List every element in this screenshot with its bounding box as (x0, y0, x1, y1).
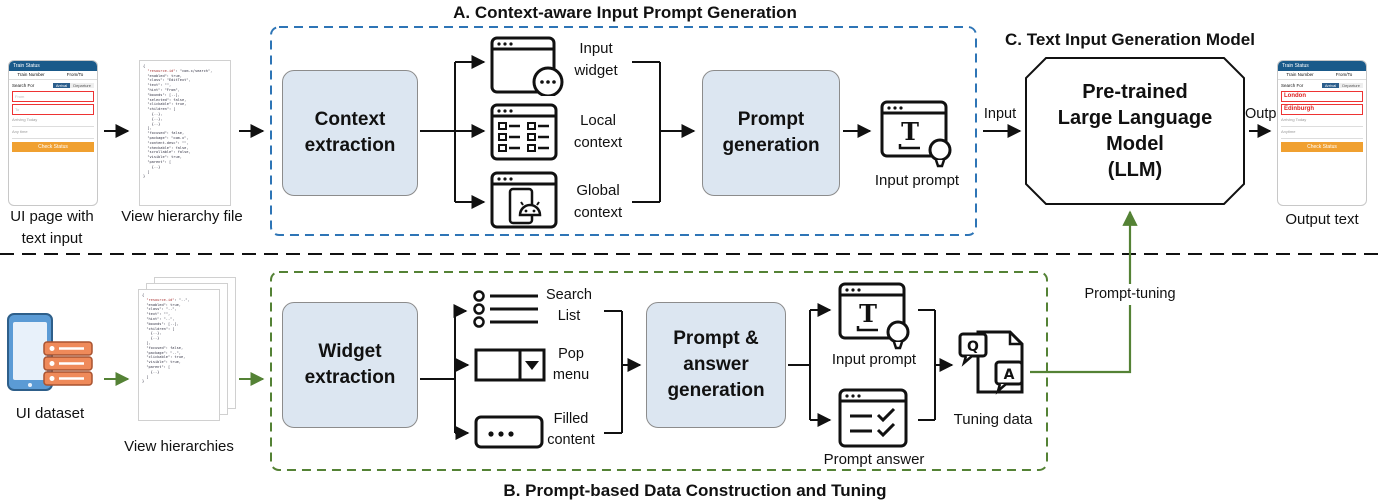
llm-line: Pre-trained (1082, 81, 1188, 103)
phone-button: Arrival (1321, 83, 1340, 88)
input-widget-icon (490, 36, 564, 96)
phone-input-from: London (1281, 91, 1363, 102)
box-line: Widget (318, 341, 382, 362)
ui-dataset-label: UI dataset (15, 405, 85, 422)
output-text-label: Output text (1285, 211, 1359, 228)
phone-row: Any time (12, 129, 94, 139)
input-prompt-label-b: Input prompt (831, 351, 917, 368)
ui-page-thumbnail: Train Status Train Number From/To Search … (8, 60, 98, 206)
prompt-letter: T (859, 299, 877, 328)
phone-title: Train Status (9, 61, 97, 71)
phone-check-button: Check Status (1281, 142, 1363, 152)
llm-label: Pre-trained Large Language Model (LLM) (1024, 56, 1246, 206)
label-line: UI page with (10, 208, 94, 225)
pop-menu-icon (474, 348, 546, 382)
frame-section-a (270, 26, 977, 236)
llm-line: Large Language (1057, 107, 1213, 129)
question-letter: Q (967, 339, 979, 355)
label-line: widget (574, 62, 618, 79)
label-line: Local (580, 112, 616, 129)
filled-content-label: Filled content (536, 409, 606, 451)
box-line: generation (722, 135, 820, 156)
label-line: List (557, 308, 581, 324)
view-hierarchies-label: View hierarchies (124, 438, 234, 455)
phone-check-button: Check Status (12, 142, 94, 152)
section-a-title: A. Context-aware Input Prompt Generation (453, 3, 797, 22)
prompt-letter: T (901, 117, 919, 146)
box-line: generation (667, 380, 765, 401)
phone-button: Departure (1339, 83, 1363, 88)
search-list-label: Search List (536, 285, 602, 327)
phone-button: Arrival (52, 83, 71, 88)
label-line: context (573, 204, 623, 221)
view-hierarchy-page-front: { "resource-id": "..", "enabled": true, … (138, 289, 220, 421)
view-hierarchy-file: { "resource-id": "com.x/search", "enable… (139, 60, 231, 206)
tuning-data-label: Tuning data (953, 411, 1033, 428)
input-prompt-icon: T (838, 282, 910, 350)
phone-button: Departure (70, 83, 94, 88)
phone-input-from: From (12, 91, 94, 102)
box-line: extraction (304, 135, 396, 156)
phone-tab: From/To (66, 72, 84, 77)
prompt-tuning-label: Prompt-tuning (1062, 284, 1198, 305)
view-hierarchy-label: View hierarchy file (121, 208, 243, 225)
phone-title: Train Status (1278, 61, 1366, 71)
input-prompt-label: Input prompt (874, 172, 960, 189)
box-line: Prompt & (673, 328, 759, 349)
label-line: Search (546, 287, 592, 303)
phone-row: Arriving Today (1281, 117, 1363, 127)
tuning-data-icon: Q A (958, 330, 1024, 395)
llm-box (1025, 57, 1245, 205)
phone-tab: From/To (1335, 72, 1353, 77)
filled-content-icon (474, 415, 544, 449)
label-line: text input (21, 230, 83, 247)
phone-label: Search For (12, 83, 35, 88)
local-context-icon (490, 103, 558, 161)
phone-label: Search For (1281, 83, 1304, 88)
phone-row: Arriving Today (12, 117, 94, 127)
label-line: Filled (553, 411, 589, 427)
label-line: content (547, 432, 595, 448)
box-line: extraction (304, 367, 396, 388)
phone-input-to: To (12, 104, 94, 115)
input-arrow-label: Input (983, 106, 1017, 122)
label-line: context (573, 134, 623, 151)
ui-dataset-icon (7, 313, 93, 391)
label-line: Pop (558, 346, 584, 362)
section-b-title: B. Prompt-based Data Construction and Tu… (503, 481, 887, 500)
widget-extraction-box: Widget extraction (282, 302, 418, 428)
prompt-generation-box: Prompt generation (702, 70, 840, 196)
llm-line: Model (1106, 133, 1164, 155)
phone-row: Anytime (1281, 129, 1363, 139)
phone-tab: Train Number (1286, 72, 1314, 77)
context-extraction-box: Context extraction (282, 70, 418, 196)
label-line: menu (552, 367, 590, 383)
prompt-answer-icon (838, 388, 908, 448)
phone-tab: Train Number (17, 72, 45, 77)
answer-letter: A (1004, 367, 1015, 383)
local-context-label: Local context (562, 110, 634, 154)
box-line: Prompt (737, 109, 805, 130)
ui-page-label: UI page with text input (0, 206, 104, 250)
box-line: Context (314, 109, 386, 130)
global-context-label: Global context (562, 180, 634, 224)
prompt-answer-label: Prompt answer (823, 451, 925, 468)
section-c-title: C. Text Input Generation Model (1005, 30, 1255, 49)
global-context-icon (490, 171, 558, 229)
search-list-icon (473, 290, 538, 328)
prompt-answer-generation-box: Prompt & answer generation (646, 302, 786, 428)
output-ui-thumbnail: Train Status Train Number From/To Search … (1277, 60, 1367, 206)
phone-input-to: Edinburgh (1281, 104, 1363, 115)
pop-menu-label: Pop menu (540, 344, 602, 386)
llm-line: (LLM) (1107, 159, 1163, 181)
input-prompt-icon: T (880, 100, 952, 168)
input-widget-label: Input widget (560, 38, 632, 82)
label-line: Global (576, 182, 620, 199)
label-line: Input (579, 40, 613, 57)
box-line: answer (683, 354, 749, 375)
